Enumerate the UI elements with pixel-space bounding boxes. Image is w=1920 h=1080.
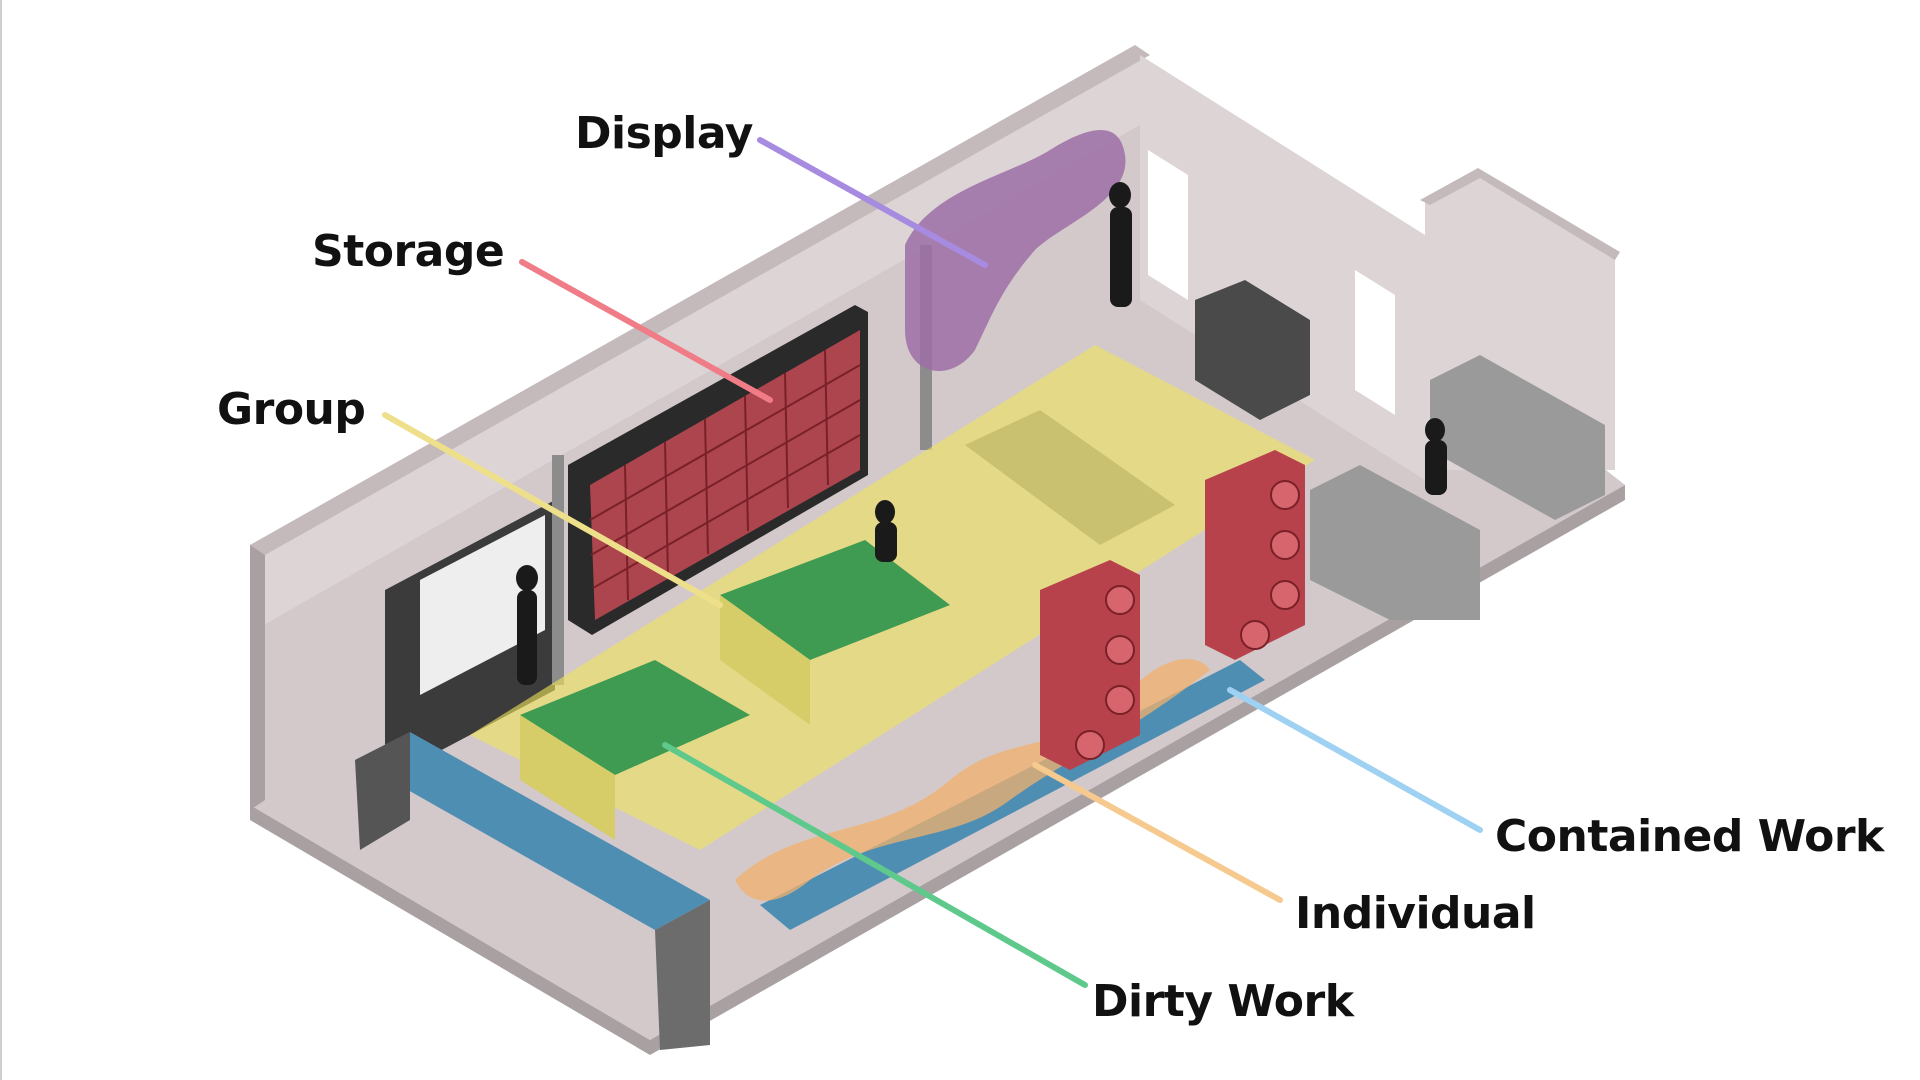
zone-leader-lines xyxy=(382,137,1483,988)
annex-wall-top xyxy=(1420,168,1620,260)
blue-bench-left-leg xyxy=(655,900,710,1050)
whiteboard xyxy=(420,515,545,695)
back-wall xyxy=(255,50,1140,630)
storage-shelf-fill xyxy=(590,330,860,620)
label-display: Display xyxy=(575,108,753,159)
kitchen-counter-back xyxy=(1430,355,1605,520)
leader-dirty xyxy=(662,742,1088,988)
leader-contained xyxy=(1227,687,1483,833)
blue-bench-left xyxy=(355,732,710,930)
dirty-work-table-1-side xyxy=(520,715,615,840)
dirty-work-table-2 xyxy=(720,540,950,660)
shelf-circles xyxy=(1075,480,1300,760)
back-wall-top xyxy=(250,45,1150,555)
dirty-work-table-2-side xyxy=(720,595,810,725)
label-individual: Individual xyxy=(1295,888,1536,939)
dirty-work-table-1 xyxy=(520,660,750,775)
right-end-wall xyxy=(1140,55,1425,480)
leader-group xyxy=(382,412,723,608)
label-dirty-work: Dirty Work xyxy=(1092,976,1354,1027)
leader-storage xyxy=(519,259,773,403)
label-contained-work: Contained Work xyxy=(1495,811,1884,862)
blue-bench-left-end xyxy=(355,732,410,850)
door-left xyxy=(1148,150,1188,300)
individual-zone xyxy=(735,658,1210,901)
leader-individual xyxy=(1032,762,1283,903)
left-edge-rule xyxy=(0,0,2,1080)
person-silhouette-icon xyxy=(516,182,1447,685)
column-left xyxy=(552,455,564,685)
door-right xyxy=(1355,270,1395,415)
label-storage: Storage xyxy=(312,226,505,277)
group-long-table xyxy=(965,410,1175,545)
label-group: Group xyxy=(217,384,366,435)
kitchen-island xyxy=(1310,465,1480,620)
leader-display xyxy=(757,137,988,268)
tv-cabinet xyxy=(1195,280,1310,420)
storage-grid-lines xyxy=(589,349,861,601)
display-board xyxy=(905,130,1126,372)
left-wall xyxy=(250,545,265,810)
